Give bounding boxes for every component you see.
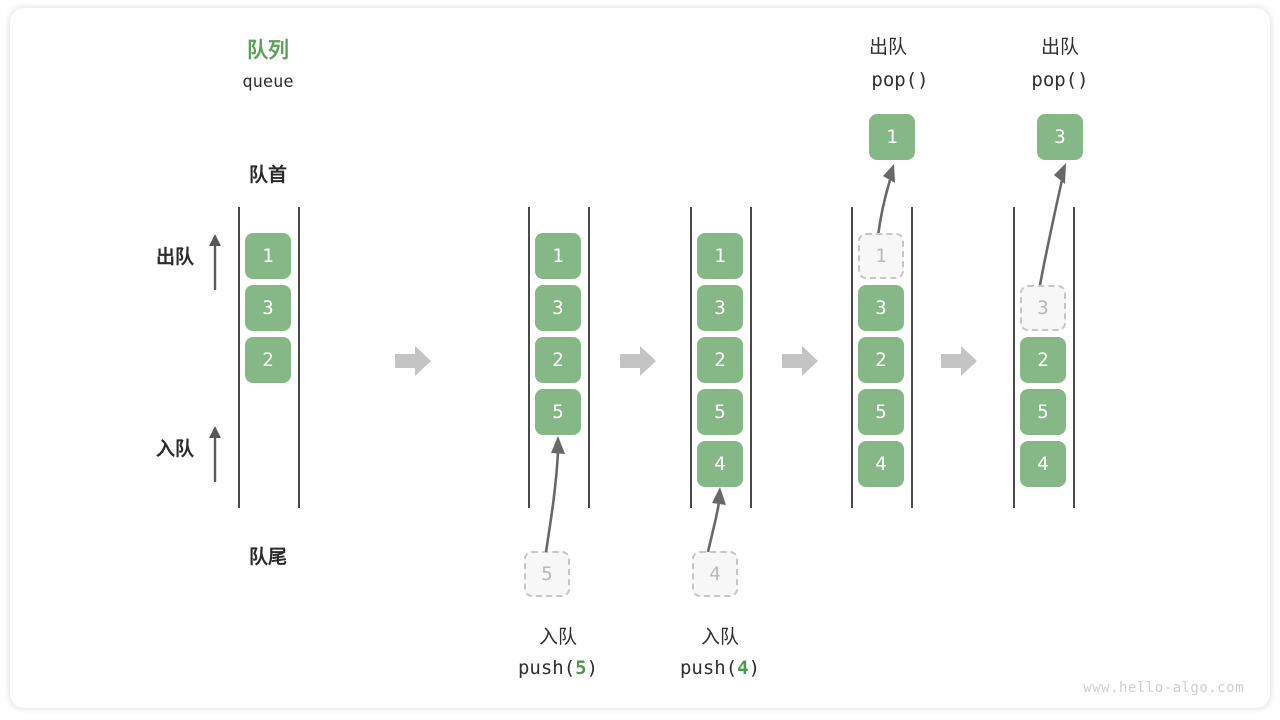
queue-cell: 4 xyxy=(858,441,904,487)
pop-header-cn: 出队 xyxy=(1040,37,1080,58)
queue-cell: 3 xyxy=(697,285,743,331)
queue-cell: 4 xyxy=(1020,441,1066,487)
rail-right-stage-3 xyxy=(750,207,752,508)
incoming-ghost-cell: 5 xyxy=(524,551,570,597)
queue-title-cn: 队列 xyxy=(247,39,289,62)
queue-cell: 5 xyxy=(1020,389,1066,435)
rear-label: 队尾 xyxy=(248,547,288,568)
queue-cell-ghost: 3 xyxy=(1020,285,1066,331)
rail-left-stage-3 xyxy=(690,207,692,508)
flow-arrow-icon xyxy=(618,341,658,381)
pop-header-cn: 出队 xyxy=(868,37,908,58)
queue-cell: 2 xyxy=(1020,337,1066,383)
push-code-post: ) xyxy=(586,657,599,679)
queue-cell: 3 xyxy=(535,285,581,331)
dequeue-direction-label: 出队 xyxy=(155,247,195,268)
rail-left-stage-1 xyxy=(238,207,240,508)
enqueue-direction-label: 入队 xyxy=(155,439,195,460)
queue-cell: 1 xyxy=(697,233,743,279)
rail-right-stage-4 xyxy=(911,207,913,508)
queue-cell: 1 xyxy=(535,233,581,279)
queue-cell: 4 xyxy=(697,441,743,487)
rail-right-stage-2 xyxy=(588,207,590,508)
flow-arrow-icon xyxy=(393,341,433,381)
pop-header-code: pop() xyxy=(1031,69,1089,91)
queue-cell: 5 xyxy=(535,389,581,435)
front-label: 队首 xyxy=(248,165,288,186)
pop-header-code: pop() xyxy=(871,69,929,91)
queue-cell: 2 xyxy=(697,337,743,383)
push-code-pre: push( xyxy=(517,657,576,679)
push-code-num: 5 xyxy=(575,657,587,679)
queue-cell: 5 xyxy=(858,389,904,435)
flow-arrow-icon xyxy=(939,341,979,381)
popped-cell: 3 xyxy=(1037,114,1083,160)
queue-cell: 3 xyxy=(858,285,904,331)
queue-cell: 1 xyxy=(245,233,291,279)
rail-right-stage-1 xyxy=(298,207,300,508)
rail-left-stage-5 xyxy=(1013,207,1015,508)
rail-left-stage-2 xyxy=(528,207,530,508)
rail-left-stage-4 xyxy=(851,207,853,508)
push-caption-cn: 入队 xyxy=(700,627,740,648)
queue-cell: 5 xyxy=(697,389,743,435)
push-code-pre: push( xyxy=(679,657,738,679)
dequeue-arrow-icon xyxy=(207,232,223,292)
popped-cell: 1 xyxy=(869,114,915,160)
incoming-ghost-cell: 4 xyxy=(692,551,738,597)
queue-title-code: queue xyxy=(242,72,294,92)
queue-cell: 2 xyxy=(535,337,581,383)
flow-arrow-icon xyxy=(780,341,820,381)
push-caption-code: push(4) xyxy=(680,657,760,679)
enqueue-arrow-icon xyxy=(207,424,223,484)
queue-cell: 3 xyxy=(245,285,291,331)
push-code-post: ) xyxy=(748,657,761,679)
push-caption-code: push(5) xyxy=(518,657,598,679)
queue-cell-ghost: 1 xyxy=(858,233,904,279)
queue-cell: 2 xyxy=(245,337,291,383)
rail-right-stage-5 xyxy=(1073,207,1075,508)
watermark: www.hello-algo.com xyxy=(1083,680,1244,696)
push-caption-cn: 入队 xyxy=(538,627,578,648)
queue-cell: 2 xyxy=(858,337,904,383)
push-code-num: 4 xyxy=(737,657,749,679)
